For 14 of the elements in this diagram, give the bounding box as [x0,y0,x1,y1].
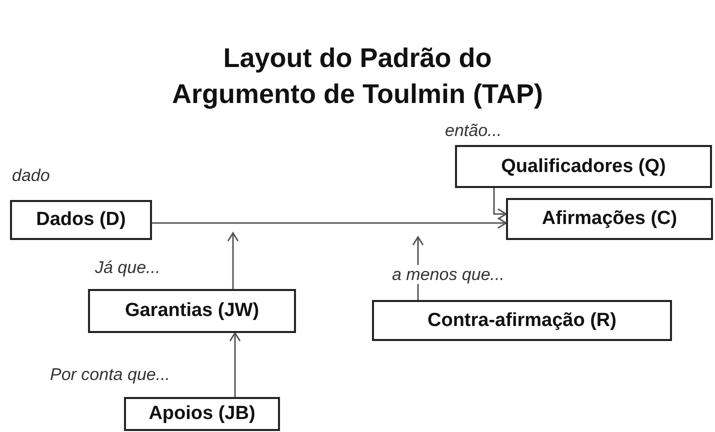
text-box: Garantias (JW) [88,289,296,333]
diagram-title: Layout do Padrão do Argumento de Toulmin (TAP) [171,42,544,111]
text-box: Apoios (JB) [124,397,280,431]
arrow [229,332,241,397]
connector-phrase: Já que... [95,258,160,277]
connector-phrase: Por conta que... [50,365,170,384]
arrow [227,232,239,289]
arrow [493,188,507,220]
arrow [152,217,507,229]
text-box: Dados (D) [10,200,152,240]
text-box: Qualificadores (Q) [455,145,712,188]
connector-phrase: a menos que... [392,265,504,284]
text-box: Afirmações (C) [506,198,713,240]
text-box: Contra-afirmação (R) [372,300,672,341]
